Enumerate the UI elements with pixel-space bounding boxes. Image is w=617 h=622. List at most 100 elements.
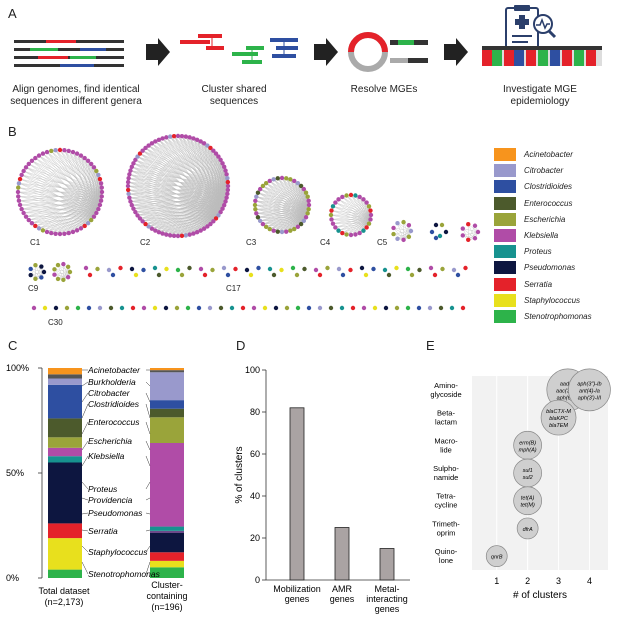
network-node [301,218,307,224]
network-node [416,305,422,311]
network-node [191,231,196,236]
network-node [41,269,47,275]
network-node [368,212,374,218]
network-node [279,175,285,181]
network-edge [290,179,305,221]
cluster-label-c1: C1 [30,238,41,247]
network-node [198,139,203,144]
cluster-label-c4: C4 [320,238,331,247]
network-node [137,216,143,221]
network-node [205,143,210,148]
network-node [36,226,42,231]
network-node [146,224,151,229]
legend-item: Enterococcus [494,196,572,210]
network-node [395,236,400,241]
genus-label: Pseudomonas [88,508,143,518]
x-tick-label: 3 [556,576,561,586]
network-edge [54,274,69,278]
x-label-cluster-2: containing [146,591,187,601]
network-node [164,266,169,272]
legend-swatch [494,148,516,161]
network-edge [72,152,95,217]
network-node [33,223,38,229]
network-node [21,168,26,174]
network-node [440,266,445,272]
network-node [146,143,151,148]
network-node [191,136,196,141]
network-edge [145,147,217,219]
network-node [357,230,362,236]
network-node [187,232,192,237]
bar-segment [150,560,184,568]
network-node [85,221,91,226]
bubble [516,517,539,540]
network-node [40,151,46,156]
network-edge [38,216,95,229]
network-edge [181,136,217,219]
network-node [340,272,346,278]
network-node [260,183,266,189]
network-edge [255,200,304,222]
step-3-caption: Resolve MGEs [350,84,418,95]
network-node [336,266,342,272]
network-node [294,272,300,278]
network-node [70,229,76,235]
network-node [66,148,71,154]
network-node [82,223,87,229]
network-node [16,185,21,190]
bar-segment [48,456,82,463]
network-node [131,206,136,211]
network-node [472,223,478,228]
network-edge [397,223,410,237]
network-node [244,267,250,273]
network-edge [173,136,217,219]
network-node [284,176,289,181]
network-node [74,228,80,233]
y-tick-label: 40 [250,491,260,501]
network-edge [346,195,371,220]
network-edge [135,159,217,219]
network-edge [21,208,94,217]
network-node [288,177,293,182]
legend-item: Pseudomonas [494,261,575,275]
network-node [405,266,411,272]
network-node [295,305,301,311]
legend-swatch [494,196,516,210]
y-tick-label: 60 [250,449,260,459]
network-edge [262,220,304,225]
network-node [129,164,135,170]
legend-label: Proteus [524,247,552,257]
network-edge [346,195,370,224]
leader-line [145,545,151,553]
leader-line [81,512,89,515]
panel-label-b: B [8,124,17,139]
network-node [368,217,373,222]
network-node [16,181,22,186]
network-edge [273,179,304,221]
network-node [257,186,263,192]
network-node [53,231,58,236]
network-edge [64,150,95,217]
network-node [271,228,276,233]
y-tick-label: 0% [6,573,19,583]
network-edge [266,220,304,228]
arrow-icon [314,38,338,66]
network-node [152,265,158,271]
network-node [70,149,76,155]
network-node [225,187,231,193]
bubble [568,368,611,412]
legend-item: Stenotrophomonas [494,310,592,323]
gene-label: blaKPC [549,416,568,422]
network-node [57,147,63,153]
network-edge [355,195,372,216]
network-node [94,210,99,216]
network-node [19,172,24,178]
network-edge [210,147,217,219]
network-node [329,217,334,222]
network-node [78,153,84,158]
network-node [57,231,63,237]
network-node [303,190,309,195]
genus-label: Staphylococcus [88,547,148,557]
network-node [466,222,471,227]
